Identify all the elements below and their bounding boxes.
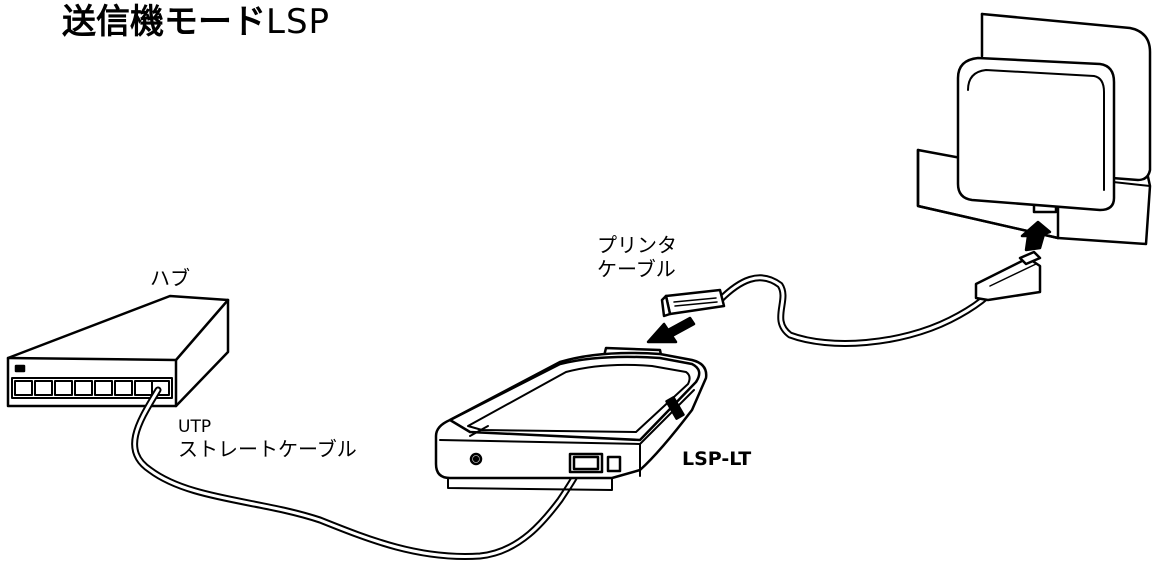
computer-icon bbox=[916, 12, 1152, 246]
insert-arrow-icon bbox=[646, 316, 696, 344]
lsp-lt-device-icon bbox=[434, 346, 708, 491]
hub-ports bbox=[11, 377, 173, 399]
hub-label: ハブ bbox=[150, 266, 190, 290]
centronics-connector-icon bbox=[660, 288, 726, 318]
printer-cable-label-line2: ケーブル bbox=[597, 257, 676, 281]
page-title: 送信機モードLSP bbox=[62, 2, 330, 42]
utp-cable-label: UTP ストレートケーブル bbox=[178, 417, 357, 461]
printer-cable-label-line1: プリンタ bbox=[597, 233, 677, 257]
utp-cable bbox=[131, 386, 586, 561]
pc-connector-icon bbox=[974, 250, 1042, 302]
title-mode: 送信機モード bbox=[62, 2, 266, 42]
printer-cable-label: プリンタ ケーブル bbox=[597, 233, 677, 281]
device-label: LSP-LT bbox=[682, 448, 752, 470]
printer-cable bbox=[716, 274, 1006, 347]
utp-cable-label-line2: ストレートケーブル bbox=[178, 437, 357, 461]
title-model: LSP bbox=[266, 2, 331, 42]
hub-icon bbox=[6, 294, 230, 408]
utp-cable-label-line1: UTP bbox=[178, 417, 212, 437]
pc-arrow-icon bbox=[1020, 220, 1052, 252]
